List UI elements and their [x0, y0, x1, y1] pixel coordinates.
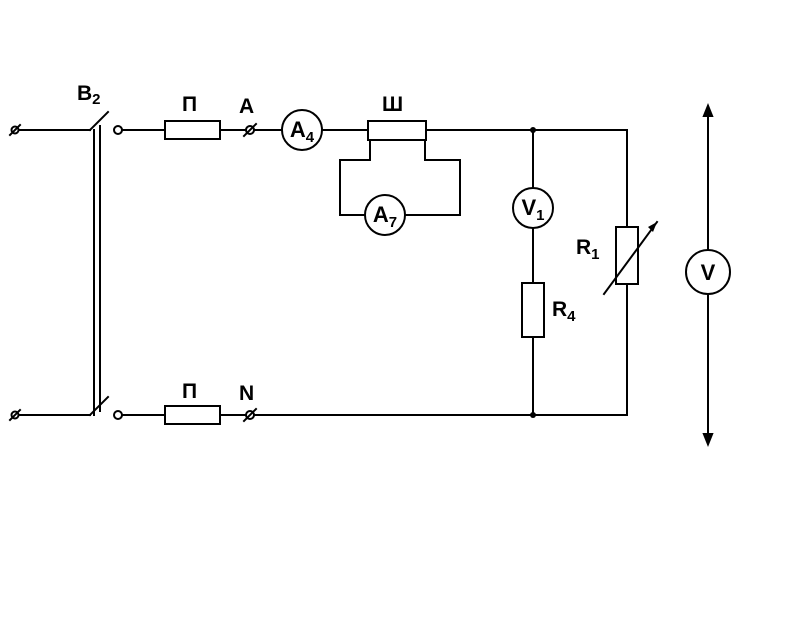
shunt	[367, 120, 427, 141]
fuse-top	[164, 120, 221, 140]
ammeter-a4	[281, 109, 323, 151]
resistor-r4-label: R4	[552, 298, 576, 325]
resistor-r4	[521, 282, 545, 338]
fuse-bottom-label: П	[182, 380, 197, 403]
ammeter-a7	[364, 194, 406, 236]
voltmeter-v	[685, 249, 731, 295]
voltmeter-v-label: V	[701, 260, 716, 285]
shunt-label: Ш	[382, 93, 403, 116]
terminal-n-label: N	[239, 382, 254, 405]
switch-label: B2	[77, 82, 101, 108]
ammeter-a7-label: A7	[373, 202, 397, 231]
terminal-a	[242, 122, 258, 138]
rheostat-r1-label: R1	[576, 236, 600, 263]
rheostat-r1	[615, 226, 639, 285]
terminal-a-label: A	[239, 95, 254, 118]
terminal-n	[242, 407, 258, 423]
voltmeter-v1-label: V1	[521, 195, 544, 224]
rheostat-arrow	[602, 220, 659, 296]
fuse-bottom	[164, 405, 221, 425]
fuse-top-label: П	[182, 93, 197, 116]
shunt-loop-wires	[339, 139, 461, 216]
ammeter-a4-label: A4	[290, 117, 315, 146]
switch-b2	[88, 110, 123, 420]
